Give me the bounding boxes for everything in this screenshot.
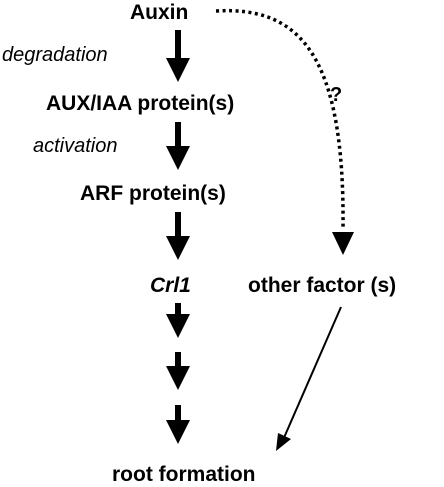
unknown-link-question-mark: ? xyxy=(330,84,342,106)
arrow-crl1-step-2 xyxy=(166,352,190,390)
arrow-crl1-to-root-formation xyxy=(166,405,190,444)
crl1-node: Crl1 xyxy=(150,274,191,297)
auxin-node: Auxin xyxy=(130,1,188,24)
arrow-other-factor-to-root-formation xyxy=(276,306,342,451)
root-formation-node: root formation xyxy=(112,463,255,486)
arrow-auxin-to-aux-iaa xyxy=(166,30,190,82)
degradation-label: degradation xyxy=(2,44,108,66)
arrow-crl1-step-1 xyxy=(166,303,190,338)
other-factor-node: other factor (s) xyxy=(248,274,396,297)
aux-iaa-node: AUX/IAA protein(s) xyxy=(46,92,234,115)
arrow-arf-to-crl1 xyxy=(166,212,190,260)
activation-label: activation xyxy=(33,135,118,157)
arf-node: ARF protein(s) xyxy=(80,182,226,205)
arrow-aux-iaa-to-arf xyxy=(166,122,190,170)
dotted-arrow-auxin-to-other-factor xyxy=(215,8,354,255)
